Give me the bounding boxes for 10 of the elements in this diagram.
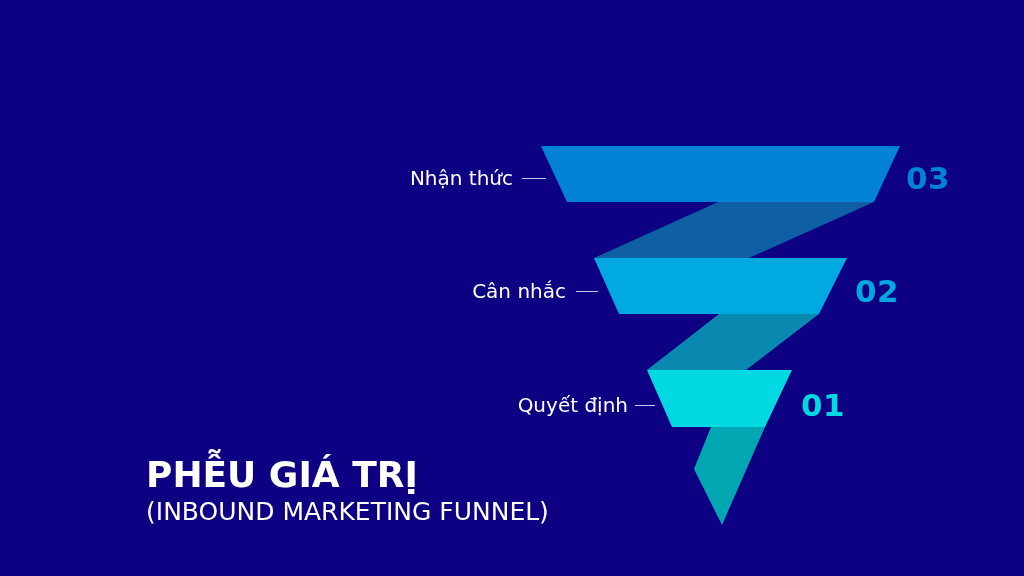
stage-label: Quyết định: [517, 392, 628, 418]
stage-number: 02: [855, 273, 900, 309]
subtitle: (INBOUND MARKETING FUNNEL): [146, 497, 549, 527]
stage-label: Cân nhắc: [472, 278, 566, 304]
stage-number: 03: [906, 160, 951, 196]
funnel-band: [594, 258, 847, 314]
funnel-band: [647, 370, 792, 427]
stage-label: Nhận thức: [409, 165, 513, 191]
funnel-band: [541, 146, 900, 202]
stage-number: 01: [801, 387, 846, 423]
